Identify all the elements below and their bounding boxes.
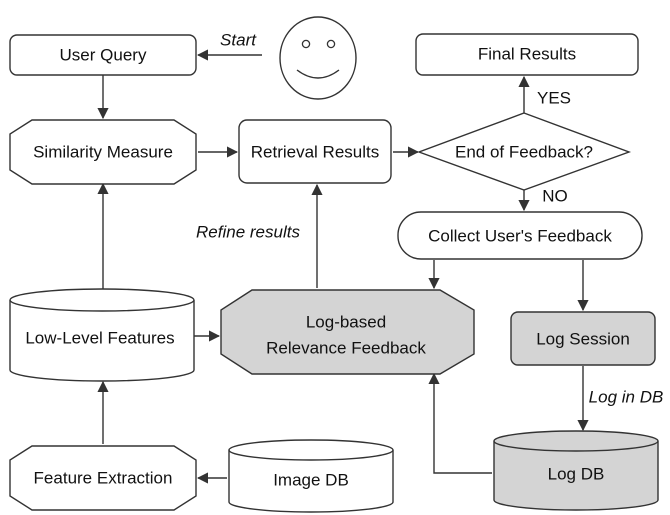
- feature-extraction-node: Feature Extraction: [9, 445, 197, 511]
- log-based-label-line2: Relevance Feedback: [266, 339, 426, 358]
- edge-log-db-to-log-based: [428, 372, 492, 474]
- low-level-features-node: Low-Level Features: [9, 288, 195, 382]
- start-label: Start: [220, 31, 257, 50]
- similarity-measure-label: Similarity Measure: [33, 143, 173, 162]
- log-session-node: Log Session: [510, 311, 656, 366]
- end-of-feedback-decision: End of Feedback?: [416, 112, 632, 191]
- log-in-db-label: Log in DB: [589, 388, 664, 407]
- user-query-node: User Query: [9, 34, 197, 76]
- collect-feedback-node: Collect User's Feedback: [397, 211, 643, 260]
- refine-results-label: Refine results: [196, 223, 300, 242]
- retrieval-results-label: Retrieval Results: [251, 143, 380, 162]
- no-label: NO: [542, 187, 568, 206]
- end-of-feedback-label: End of Feedback?: [455, 143, 593, 162]
- collect-feedback-label: Collect User's Feedback: [428, 227, 612, 246]
- retrieval-results-node: Retrieval Results: [238, 119, 392, 184]
- log-db-node: Log DB: [493, 430, 659, 511]
- log-db-label: Log DB: [548, 465, 605, 484]
- feature-extraction-label: Feature Extraction: [34, 469, 173, 488]
- similarity-measure-node: Similarity Measure: [9, 119, 197, 185]
- image-db-node: Image DB: [228, 439, 394, 513]
- final-results-node: Final Results: [415, 33, 639, 76]
- user-query-label: User Query: [60, 46, 147, 65]
- log-based-relevance-feedback-node: Log-based Relevance Feedback: [220, 289, 475, 375]
- yes-label: YES: [537, 89, 571, 108]
- log-based-label-line1: Log-based: [306, 313, 386, 332]
- smiley-face-icon: [279, 16, 357, 100]
- final-results-label: Final Results: [478, 45, 576, 64]
- log-session-label: Log Session: [536, 330, 630, 349]
- image-db-label: Image DB: [273, 471, 349, 490]
- low-level-features-label: Low-Level Features: [25, 329, 174, 348]
